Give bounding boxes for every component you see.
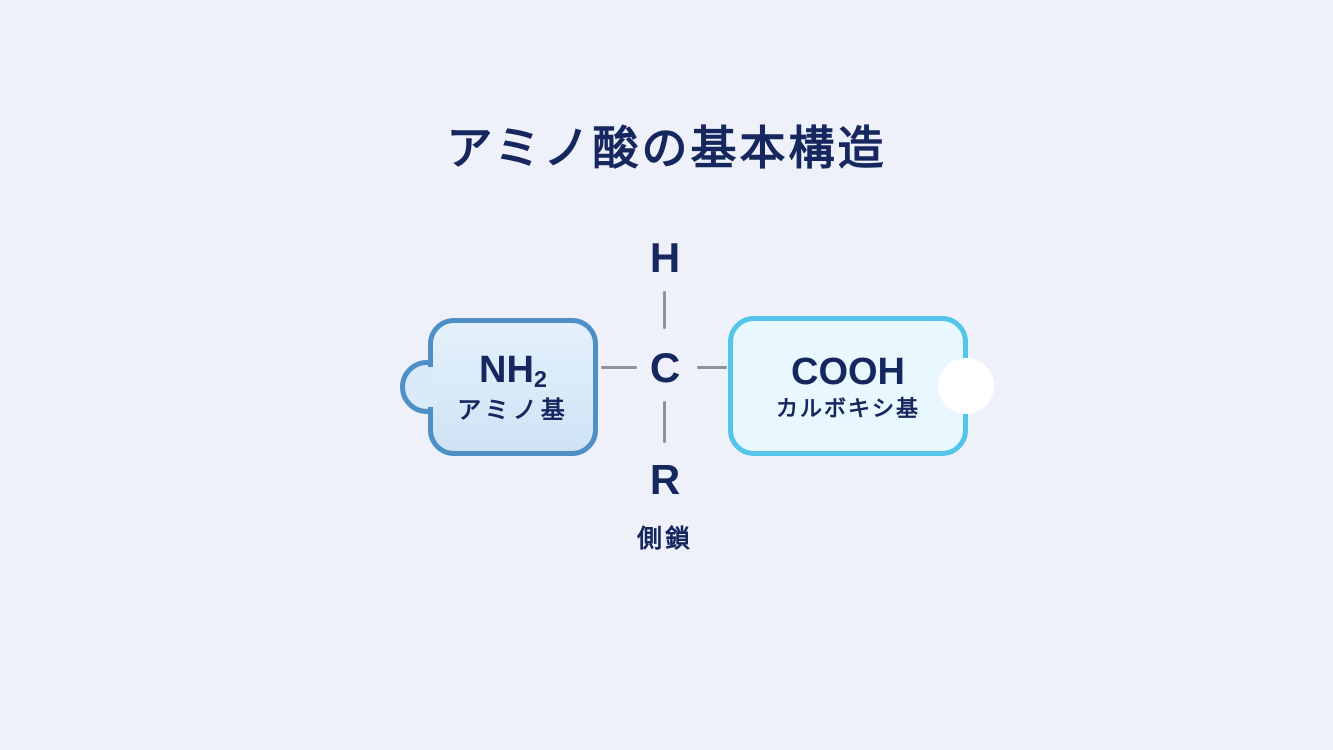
carboxyl-puzzle-notch-connector [938, 358, 994, 414]
bond-amino-c [601, 366, 637, 369]
side-chain-label: 側鎖 [636, 525, 693, 553]
bond-h-c [663, 291, 666, 329]
alpha-carbon-atom: C [649, 344, 681, 391]
carboxyl-formula: COOH [791, 350, 905, 393]
amino-formula: NH2 [479, 351, 547, 392]
bond-c-r [663, 401, 666, 443]
carboxyl-group-label: カルボキシ基 [775, 395, 920, 421]
amino-group-card: NH2 アミノ基 [400, 318, 598, 456]
side-chain-atom: R [649, 456, 681, 503]
amino-group-label: アミノ基 [457, 396, 569, 424]
bond-c-carboxyl [697, 366, 727, 369]
carboxyl-card-body: COOH カルボキシ基 [728, 316, 968, 456]
amino-tab-seam [427, 367, 438, 407]
diagram-title: アミノ酸の基本構造 [446, 122, 887, 174]
amino-formula-subscript: 2 [533, 366, 547, 393]
amino-card-body: NH2 アミノ基 [428, 318, 598, 456]
carboxyl-group-card: COOH カルボキシ基 [728, 316, 994, 456]
amino-formula-base: NH [479, 349, 534, 392]
hydrogen-atom: H [649, 234, 681, 281]
